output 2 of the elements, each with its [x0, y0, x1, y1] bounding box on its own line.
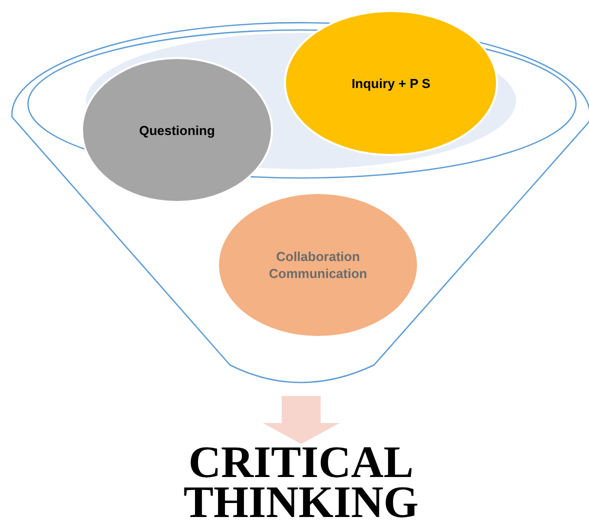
heading-text: CRITICAL THINKING: [170, 442, 432, 526]
block-arrow: [262, 396, 340, 444]
